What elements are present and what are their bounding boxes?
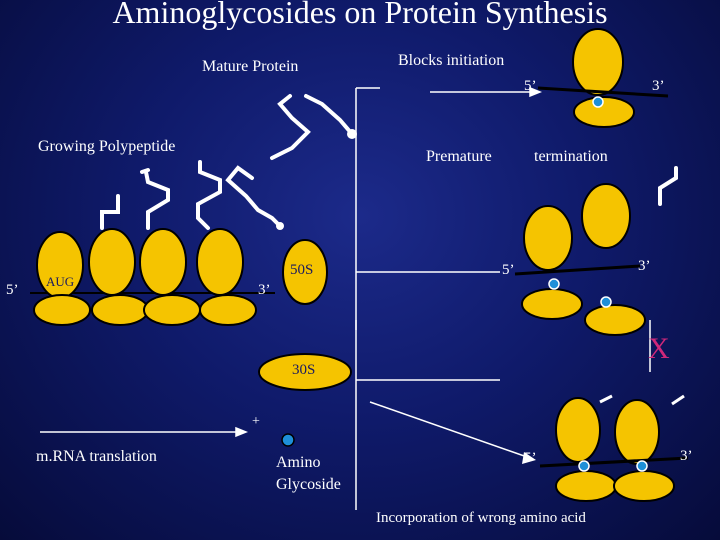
ribosome-large-subunit bbox=[555, 397, 601, 463]
label-3prime-top: 3’ bbox=[652, 78, 665, 94]
chain-terminal-dot bbox=[276, 222, 284, 230]
mrna-strand-top bbox=[537, 86, 669, 98]
aminoglycoside-bound-icon bbox=[548, 278, 560, 290]
aminoglycoside-bound-icon bbox=[636, 460, 648, 472]
ribosome-large-subunit bbox=[523, 205, 573, 271]
chain-ends bbox=[276, 129, 357, 230]
aminoglycoside-bound-icon bbox=[592, 96, 604, 108]
branch-lines bbox=[355, 87, 500, 510]
label-aug-codon: AUG bbox=[46, 274, 75, 289]
label-5prime-left: 5’ bbox=[6, 282, 19, 298]
ribosome-large-subunit bbox=[88, 228, 136, 296]
ribosome-small-subunit bbox=[555, 470, 617, 502]
ribosome-small-subunit bbox=[584, 304, 646, 336]
arrowhead bbox=[529, 86, 543, 98]
subunit-50s bbox=[282, 239, 328, 305]
ribosome-large-subunit bbox=[196, 228, 244, 296]
label-incorporation-wrong-aa: Incorporation of wrong amino acid bbox=[376, 510, 586, 526]
aminoglycoside-bound-icon bbox=[600, 296, 612, 308]
label-premature: Premature bbox=[426, 148, 492, 165]
ribosome-small-subunit bbox=[613, 470, 675, 502]
ribosome-small-subunit bbox=[573, 96, 635, 128]
truncated-polypeptide bbox=[658, 166, 678, 206]
mrna-strand-middle bbox=[514, 264, 641, 276]
label-amino: Amino bbox=[276, 454, 321, 471]
label-plus: + bbox=[252, 414, 260, 429]
x-mark-icon: X bbox=[648, 332, 670, 365]
ribosome-small-subunit bbox=[91, 294, 149, 326]
ribosome-large-subunit bbox=[572, 28, 624, 96]
polypeptide-medium bbox=[144, 170, 170, 230]
label-mature-protein: Mature Protein bbox=[202, 58, 299, 75]
chain-terminal-dot bbox=[347, 129, 357, 139]
label-3prime-bottom: 3’ bbox=[680, 448, 693, 464]
aminoglycoside-molecule-icon bbox=[281, 433, 295, 447]
label-3prime-mid: 3’ bbox=[258, 282, 271, 298]
label-3prime-middle: 3’ bbox=[638, 258, 651, 274]
label-50s: 50S bbox=[290, 262, 314, 278]
polypeptide-end bbox=[140, 168, 150, 174]
polypeptide-free bbox=[225, 165, 282, 228]
ribosome-small-subunit bbox=[521, 288, 583, 320]
ribosome-blocked bbox=[572, 28, 635, 128]
ribosome-large-subunit bbox=[139, 228, 187, 296]
ribosome-small-subunit bbox=[143, 294, 201, 326]
ribosome-large-subunit bbox=[581, 183, 631, 249]
ribosome-small-subunit bbox=[199, 294, 257, 326]
page-title: Aminoglycosides on Protein Synthesis bbox=[112, 0, 608, 30]
arrows bbox=[40, 86, 543, 438]
mature-protein-chain bbox=[270, 94, 311, 160]
label-5prime-bottom: 5’ bbox=[524, 450, 537, 466]
ribosome-large-subunit bbox=[614, 399, 660, 465]
polypeptide-short bbox=[100, 194, 120, 230]
label-5prime-top: 5’ bbox=[524, 78, 537, 94]
label-30s: 30S bbox=[292, 362, 316, 378]
label-blocks-initiation: Blocks initiation bbox=[398, 52, 505, 69]
subunit-30s bbox=[258, 353, 352, 391]
mrna-strand-bottom bbox=[539, 456, 689, 468]
arrowhead bbox=[235, 426, 249, 438]
label-mrna-translation: m.RNA translation bbox=[36, 448, 157, 465]
arrow-wrong-aa-line bbox=[369, 401, 531, 459]
aminoglycoside-bound-icon bbox=[578, 460, 590, 472]
polypeptide-long bbox=[196, 160, 222, 230]
arrowhead bbox=[522, 452, 536, 464]
label-termination: termination bbox=[534, 148, 608, 165]
label-5prime-middle: 5’ bbox=[502, 262, 515, 278]
mature-protein-tail bbox=[304, 94, 354, 136]
label-growing-polypeptide: Growing Polypeptide bbox=[38, 138, 176, 155]
polypeptide-stub bbox=[599, 394, 613, 404]
ribosome-chain bbox=[33, 228, 257, 326]
ribosome-premature bbox=[521, 183, 646, 336]
label-glycoside: Glycoside bbox=[276, 476, 341, 493]
ribosome-misreading bbox=[555, 397, 675, 502]
polypeptide-chains bbox=[100, 94, 354, 230]
ribosome-small-subunit bbox=[33, 294, 91, 326]
polypeptide-stub bbox=[671, 394, 685, 406]
